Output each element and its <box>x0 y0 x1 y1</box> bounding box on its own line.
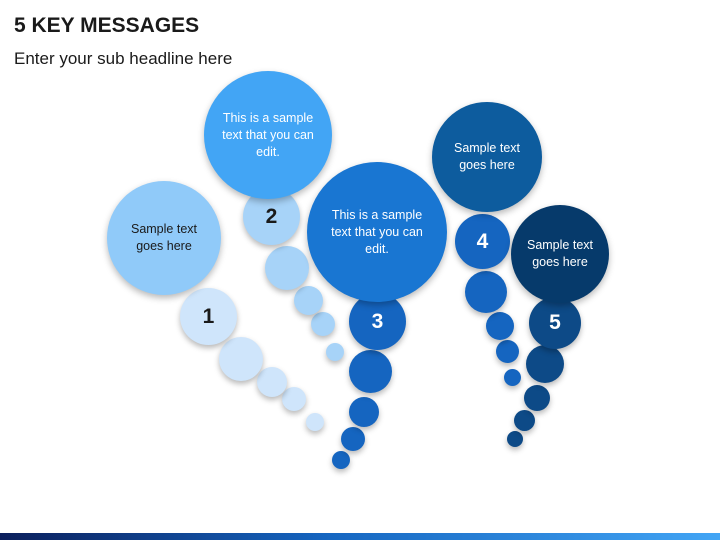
message-4-bubble: Sample text goes here <box>432 102 542 212</box>
bottom-gradient-bar <box>0 533 720 540</box>
message-3-number: 3 <box>349 293 406 350</box>
trail-dot <box>219 337 263 381</box>
page-subtitle: Enter your sub headline here <box>14 49 233 68</box>
trail-dot <box>514 410 535 431</box>
trail-dot <box>465 271 507 313</box>
trail-dot <box>507 431 523 447</box>
message-4-number: 4 <box>455 214 510 269</box>
page-title: 5 KEY MESSAGES <box>14 14 200 37</box>
message-5-number: 5 <box>529 297 581 349</box>
trail-dot <box>265 246 309 290</box>
trail-dot <box>306 413 324 431</box>
trail-dot <box>486 312 514 340</box>
trail-dot <box>294 286 323 315</box>
trail-dot <box>341 427 365 451</box>
trail-dot <box>524 385 550 411</box>
trail-dot <box>349 350 392 393</box>
trail-dot <box>526 345 564 383</box>
trail-dot <box>332 451 350 469</box>
message-1-number: 1 <box>180 288 237 345</box>
message-3-bubble: This is a sample text that you can edit. <box>307 162 447 302</box>
trail-dot <box>496 340 519 363</box>
trail-dot <box>504 369 521 386</box>
trail-dot <box>326 343 344 361</box>
message-5-bubble: Sample text goes here <box>511 205 609 303</box>
trail-dot <box>282 387 306 411</box>
trail-dot <box>311 312 335 336</box>
message-1-bubble: Sample text goes here <box>107 181 221 295</box>
trail-dot <box>349 397 379 427</box>
message-2-bubble: This is a sample text that you can edit. <box>204 71 332 199</box>
trail-dot <box>257 367 287 397</box>
